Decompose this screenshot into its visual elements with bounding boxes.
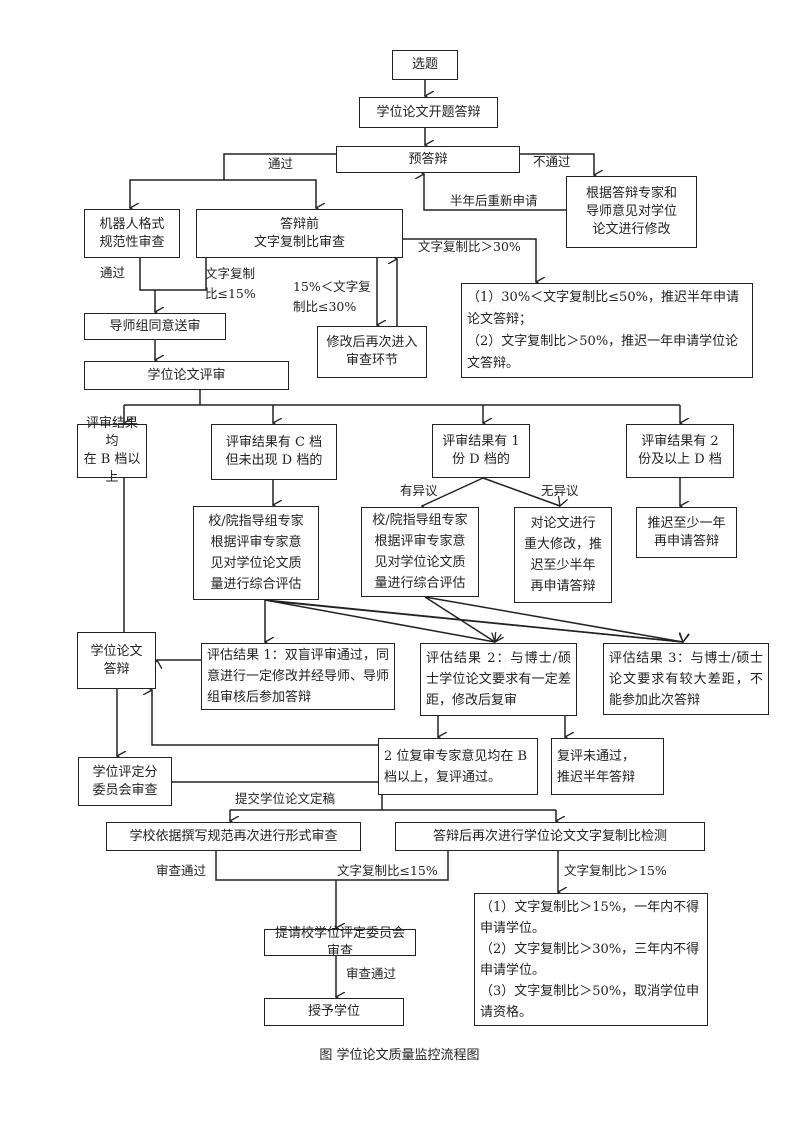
result-c-no-d-box: 评审结果有 C 档 但未出现 D 档的 bbox=[211, 424, 337, 480]
proposal-defense-box: 学位论文开题答辩 bbox=[359, 97, 498, 128]
over-15-rules-box: （1）文字复制比＞15%，一年内不得申请学位。 （2）文字复制比＞30%，三年内… bbox=[474, 893, 708, 1026]
eval-result-2-box: 评估结果 2：与博士/硕士学位论文要求有一定差距，修改后复审 bbox=[420, 643, 577, 716]
recheck-fail-box: 复评未通过， 推迟半年答辩 bbox=[551, 738, 664, 795]
label-submit-final: 提交学位论文定稿 bbox=[235, 791, 336, 806]
topic-box: 选题 bbox=[392, 50, 458, 80]
similarity-check-pre-box: 答辩前 文字复制比审查 bbox=[196, 209, 403, 258]
result-all-b-box: 评审结果均 在 B 档以上 bbox=[77, 416, 147, 485]
revise-recheck-box: 修改后再次进入 审查环节 bbox=[317, 326, 427, 378]
figure-caption: 图 学位论文质量监控流程图 bbox=[319, 1048, 480, 1063]
degree-award-box: 授予学位 bbox=[264, 998, 404, 1026]
arrow-reapply bbox=[424, 174, 566, 211]
major-revision-box: 对论文进行 重大修改，推 迟至少半年 再申请答辩 bbox=[514, 507, 612, 603]
recheck-pass-box: 2 位复审专家意见均在 B 档以上，复评通过。 bbox=[378, 738, 538, 795]
label-sim-gt-15: 文字复制比＞15% bbox=[564, 863, 667, 878]
result-two-d-box: 评审结果有 2 份及以上 D 档 bbox=[626, 424, 734, 478]
label-review-pass-2: 审查通过 bbox=[346, 966, 397, 981]
expert-eval-box-2: 校/院指导组专家 根据评审专家意 见对学位论文质 量进行综合评估 bbox=[361, 507, 479, 597]
label-sim-le-15: 文字复制 比≤15% bbox=[205, 266, 256, 301]
label-pass-robot: 通过 bbox=[100, 265, 126, 280]
thesis-review-box: 学位论文评审 bbox=[84, 361, 289, 390]
thesis-defense-box: 学位论文 答辩 bbox=[77, 632, 156, 689]
line-pre-pass bbox=[223, 153, 336, 180]
school-format-check-box: 学校依据撰写规范再次进行形式审查 bbox=[106, 822, 361, 851]
over-30-rules-box: （1）30%＜文字复制比≤50%，推迟半年申请论文答辩； （2）文字复制比＞50… bbox=[461, 283, 753, 378]
line-review-split bbox=[124, 390, 680, 406]
arrow-to-sim-pre bbox=[224, 179, 316, 208]
eval-result-3-box: 评估结果 3：与博士/硕士论文要求有较大差距，不能参加此次答辩 bbox=[603, 643, 769, 715]
line-robot-pass bbox=[139, 258, 207, 291]
label-reapply-half-year: 半年后重新申请 bbox=[450, 193, 538, 208]
label-no-objection: 无异议 bbox=[541, 483, 579, 498]
school-committee-box: 提请校学位评定委员会审查 bbox=[264, 926, 416, 959]
pre-defense-box: 预答辩 bbox=[336, 146, 520, 173]
label-pass: 通过 bbox=[268, 156, 294, 171]
robot-format-check-box: 机器人格式 规范性审查 bbox=[84, 209, 180, 258]
delay-one-year-box: 推迟至少一年 再申请答辩 bbox=[636, 507, 737, 558]
label-sim-15-30: 15%＜文字复 制比≤30% bbox=[293, 279, 371, 314]
supervisor-approve-box: 导师组同意送审 bbox=[84, 313, 226, 340]
committee-review-box: 学位评定分 委员会审查 bbox=[78, 757, 172, 806]
arrow-to-robot bbox=[130, 179, 224, 208]
label-objection: 有异议 bbox=[400, 483, 438, 498]
label-sim-gt-30: 文字复制比＞30% bbox=[418, 239, 521, 254]
eval-result-1-box: 评估结果 1：双盲评审通过，同意进行一定修改并经导师、导师组审核后参加答辩 bbox=[201, 643, 395, 710]
label-sim-le-15-post: 文字复制比≤15% bbox=[337, 863, 438, 878]
expert-eval-box-1: 校/院指导组专家 根据评审专家意 见对学位论文质 量进行综合评估 bbox=[193, 506, 319, 600]
label-review-pass: 审查通过 bbox=[156, 863, 207, 878]
result-one-d-box: 评审结果有 1 份 D 档的 bbox=[432, 424, 530, 478]
label-fail: 不通过 bbox=[533, 154, 571, 169]
arrow-gt30 bbox=[403, 238, 536, 282]
arrow-pre-fail bbox=[520, 153, 594, 175]
revise-by-experts-box: 根据答辩专家和 导师意见对学位 论文进行修改 bbox=[566, 176, 697, 248]
similarity-check-post-box: 答辩后再次进行学位论文文字复制比检测 bbox=[395, 822, 705, 851]
